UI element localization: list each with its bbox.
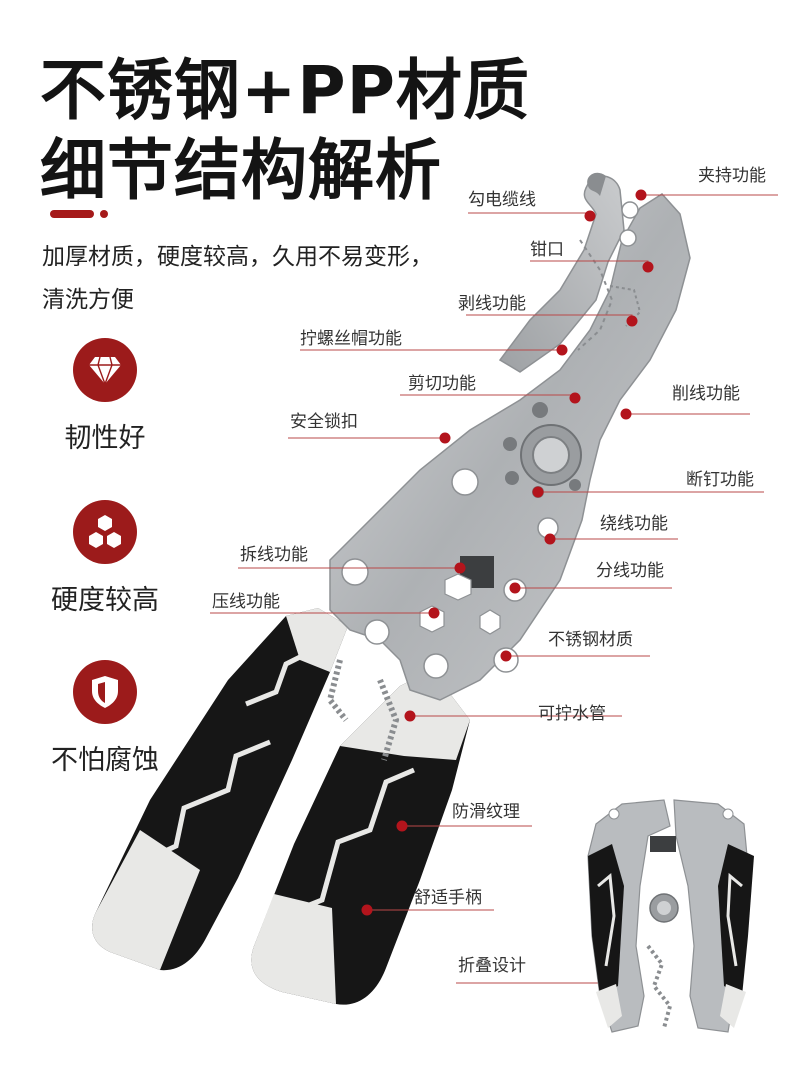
feature-icon-circle [73, 660, 137, 724]
callout-fold: 折叠设计 [458, 956, 526, 976]
diamond-icon [89, 356, 121, 385]
page-title: 不锈钢+PP材质 [40, 52, 531, 129]
callout-nail: 断钉功能 [686, 470, 754, 490]
callout-dot-unstrand [454, 562, 466, 574]
feature-hardness: 硬度较高 [40, 500, 170, 617]
hexagon-cluster-icon [89, 515, 121, 548]
callout-dot-screw [556, 344, 568, 356]
callout-unstrand: 拆线功能 [240, 545, 308, 565]
callout-split: 分线功能 [596, 561, 664, 581]
callout-scrape: 削线功能 [672, 384, 740, 404]
description: 加厚材质，硬度较高，久用不易变形，清洗方便 [42, 244, 433, 313]
callout-clamp: 夹持功能 [698, 166, 766, 186]
callout-leader-lines [210, 194, 778, 984]
feature-toughness: 韧性好 [40, 338, 170, 455]
callout-dot-crimp [428, 607, 440, 619]
callout-dot-jaw [642, 261, 654, 273]
callout-twist: 绕线功能 [600, 514, 668, 534]
feature-anticorrosion: 不怕腐蚀 [40, 660, 170, 777]
feature-label: 不怕腐蚀 [51, 745, 159, 776]
callout-screw: 拧螺丝帽功能 [300, 329, 402, 349]
callout-dot-antislip [396, 820, 408, 832]
callout-dot-strip [626, 315, 638, 327]
callout-dot-pipe [404, 710, 416, 722]
shield-icon [92, 676, 118, 708]
steel-body [326, 172, 691, 761]
callout-dot-hook [584, 210, 596, 222]
callout-dot-scrape [620, 408, 632, 420]
callout-dot-lock [439, 432, 451, 444]
decoration-bar [50, 210, 94, 218]
callout-strip: 剥线功能 [458, 294, 526, 314]
callout-dot-clamp [635, 189, 647, 201]
feature-label: 硬度较高 [51, 585, 159, 616]
callout-hook: 勾电缆线 [468, 190, 536, 210]
callout-dots [361, 189, 654, 916]
callout-dot-nail [532, 486, 544, 498]
callout-lock: 安全锁扣 [290, 412, 358, 432]
page-subtitle: 细节结构解析 [40, 132, 442, 209]
callout-crimp: 压线功能 [212, 592, 280, 612]
callout-steel: 不锈钢材质 [548, 630, 633, 650]
feature-icon-circle [73, 338, 137, 402]
callout-pipe: 可拧水管 [538, 704, 606, 724]
callout-jaw: 钳口 [530, 240, 564, 260]
callout-dot-grip [361, 904, 373, 916]
folded-plier-image [587, 799, 754, 1033]
callout-dot-split [509, 582, 521, 594]
callout-dot-twist [544, 533, 556, 545]
callout-grip: 舒适手柄 [414, 888, 482, 908]
decoration-dot [100, 210, 108, 218]
callout-dot-steel [500, 650, 512, 662]
callout-shear: 剪切功能 [408, 374, 476, 394]
callout-antislip: 防滑纹理 [452, 802, 520, 822]
feature-icon-circle [73, 500, 137, 564]
feature-label: 韧性好 [64, 423, 146, 454]
left-handle [92, 608, 348, 971]
callout-dot-shear [569, 392, 581, 404]
